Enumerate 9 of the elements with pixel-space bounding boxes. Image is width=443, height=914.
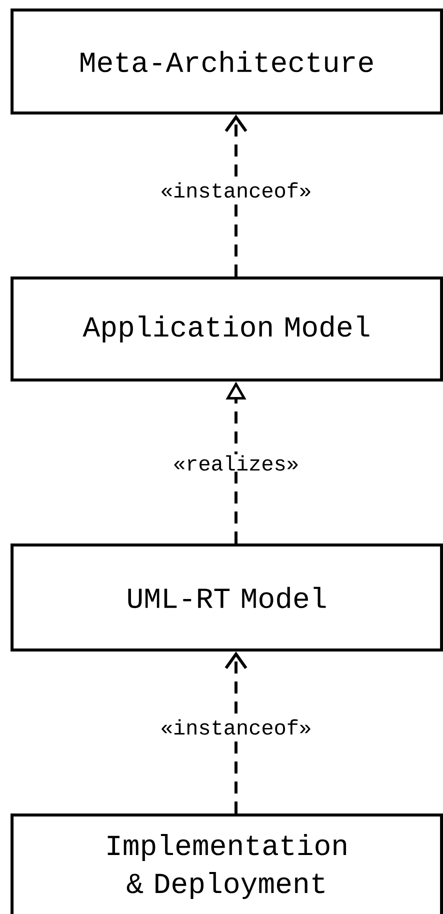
edge-label: «instanceof» (159, 718, 313, 736)
class-box: Application Model (10, 276, 443, 382)
class-box: Meta-Architecture (10, 8, 443, 115)
dependency-arrow (224, 652, 248, 814)
class-box: Implementation & Deployment (10, 814, 443, 914)
class-box: UML-RT Model (10, 544, 443, 652)
edge-label: «realizes» (172, 454, 300, 472)
dependency-arrow (224, 114, 248, 276)
edge-label: «instanceof» (159, 181, 313, 199)
